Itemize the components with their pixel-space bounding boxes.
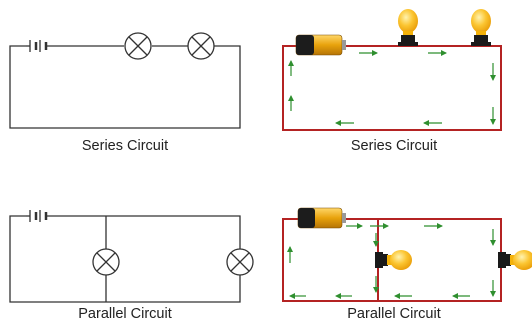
series-schematic — [9, 32, 241, 129]
lightbulb-icon — [498, 250, 532, 270]
cell-symbol-icon — [26, 210, 48, 222]
battery-icon — [295, 34, 346, 56]
lightbulb-icon — [398, 9, 418, 46]
parallel-schematic — [9, 210, 254, 303]
lightbulb-icon — [375, 250, 412, 270]
lamp-symbol-icon — [92, 248, 120, 276]
series-pictorial — [282, 9, 502, 131]
lamp-symbol-icon — [124, 32, 152, 60]
lamp-symbol-icon — [187, 32, 215, 60]
parallel-schematic-caption: Parallel Circuit — [78, 306, 172, 322]
cell-symbol-icon — [26, 40, 48, 52]
series-schematic-wire — [9, 45, 241, 129]
series-pictorial-caption: Series Circuit — [350, 138, 438, 154]
lamp-symbol-icon — [226, 248, 254, 276]
parallel-pictorial — [282, 207, 532, 302]
lightbulb-icon — [471, 9, 491, 46]
parallel-pictorial-caption: Parallel Circuit — [347, 306, 441, 322]
series-pictorial-wire — [282, 45, 502, 131]
parallel-schematic-wire — [9, 215, 241, 303]
battery-icon — [297, 207, 346, 229]
series-schematic-caption: Series Circuit — [81, 138, 169, 154]
